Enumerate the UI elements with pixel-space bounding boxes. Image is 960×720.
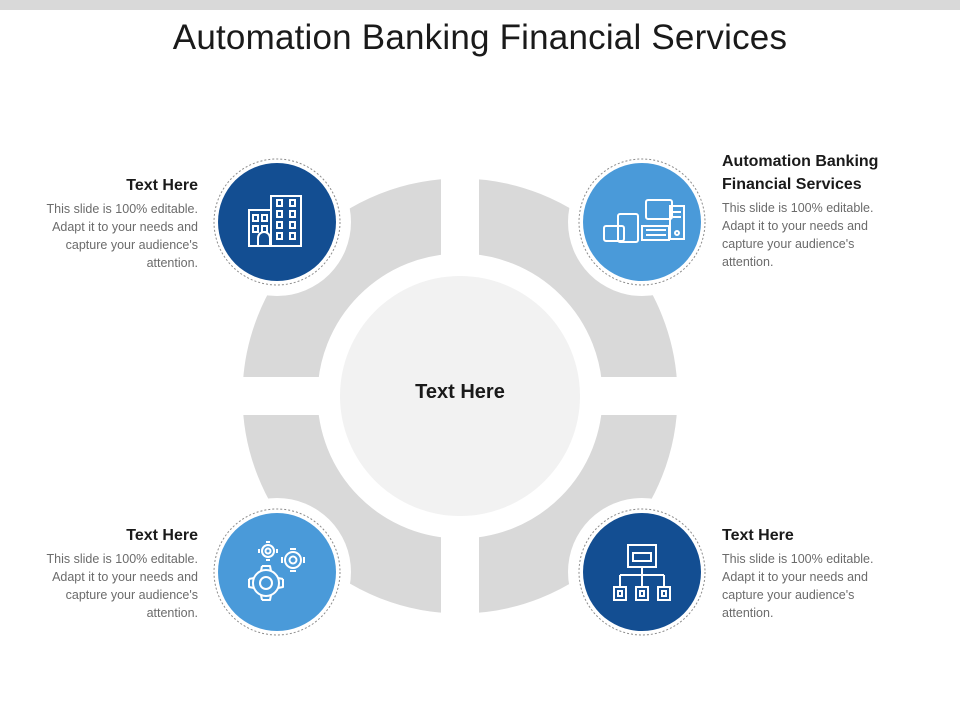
office-building-icon (248, 195, 302, 247)
center-circle (340, 276, 580, 516)
block-body: This slide is 100% editable. Adapt it to… (722, 552, 874, 620)
text-block-top-right: Automation Banking Financial Services Th… (722, 150, 902, 271)
block-body: This slide is 100% editable. Adapt it to… (46, 552, 198, 620)
network-hierarchy-icon (613, 544, 671, 601)
block-body: This slide is 100% editable. Adapt it to… (722, 201, 874, 269)
computer-devices-icon (603, 199, 685, 243)
slide-title: Automation Banking Financial Services (172, 18, 788, 57)
node-top-left (203, 148, 351, 296)
block-title: Text Here (126, 527, 198, 544)
text-block-bottom-left: Text Here This slide is 100% editable. A… (18, 524, 198, 622)
block-title: Text Here (126, 177, 198, 194)
gears-icon (248, 541, 305, 601)
node-top-right (568, 148, 716, 296)
node-bottom-right (568, 498, 716, 646)
block-body: This slide is 100% editable. Adapt it to… (46, 202, 198, 270)
block-title: Text Here (722, 527, 794, 544)
node-bottom-left (203, 498, 351, 646)
block-title: Automation Banking Financial Services (722, 153, 879, 193)
center-label: Text Here (415, 381, 505, 403)
text-block-top-left: Text Here This slide is 100% editable. A… (18, 174, 198, 272)
top-bar (0, 0, 960, 10)
text-block-bottom-right: Text Here This slide is 100% editable. A… (722, 524, 902, 622)
